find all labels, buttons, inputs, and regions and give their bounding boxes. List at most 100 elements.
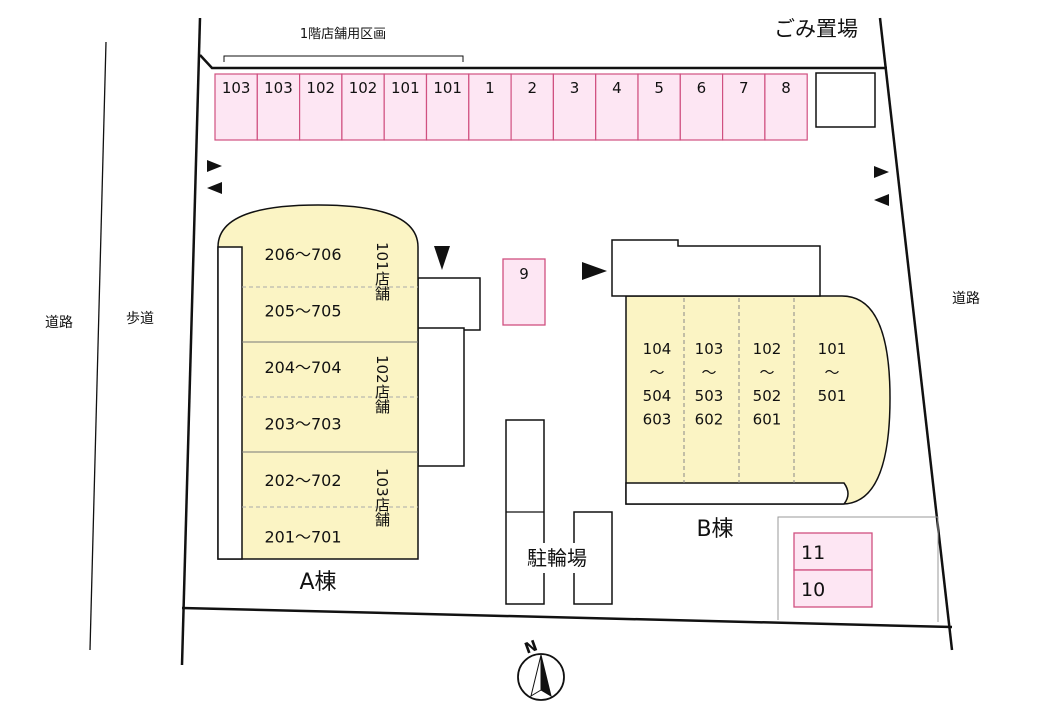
unit-column-label: 102: [753, 340, 782, 358]
sidewalk-label: 歩道: [126, 311, 154, 327]
parking-space: [793, 569, 873, 608]
building-a-shops: 101店舗 102店舗 103店舗: [373, 242, 391, 527]
unit-column-label: ～: [701, 364, 716, 382]
unit-column-label: 503: [695, 387, 724, 405]
parking-space-label: 102: [349, 79, 378, 97]
shop-label: 103店舗: [373, 468, 391, 527]
road-line-left: [89, 41, 107, 651]
site-boundary-south: [181, 606, 953, 629]
parking-space: [510, 73, 555, 141]
parking-space-label: 3: [570, 79, 580, 97]
building-b-annex: [611, 239, 821, 297]
unit-column-label: ～: [759, 364, 774, 382]
parking-space-label: 101: [391, 79, 420, 97]
building-b: 104 ～ 504 603 103 ～ 503 602 102 ～ 502 601 101 ～ 501 B棟: [611, 239, 891, 542]
parking-space-label: 6: [697, 79, 707, 97]
building-a-annex-bottom: [417, 327, 465, 467]
building-a: 206～706 205～705 204～704 203～703 202～702 201～7…: [217, 204, 481, 595]
parking-space: [468, 73, 512, 141]
arrow-right-icon: [874, 166, 889, 178]
parking-space: [793, 532, 873, 571]
shop-label: 101店舗: [373, 242, 391, 301]
site-boundary-north: [199, 54, 887, 70]
bicycle-label-backdrop: [519, 543, 595, 573]
parking-space: [764, 73, 808, 141]
parking-space-label: 5: [654, 79, 664, 97]
parking-space: [552, 73, 597, 141]
parking-area-outline: [777, 516, 939, 622]
garbage-label: ごみ置場: [774, 17, 858, 41]
unit-range-label: 203～703: [264, 415, 341, 434]
building-a-unit-rows: 206～706 205～705 204～704 203～703 202～702 201～7…: [264, 245, 341, 547]
building-b-body: [625, 295, 891, 505]
north-label: N: [522, 636, 540, 657]
parking-space-label: 11: [801, 542, 825, 564]
road-label-left: 道路: [45, 315, 73, 331]
building-a-corridor: [217, 246, 243, 560]
unit-column-label: 601: [753, 411, 782, 429]
building-b-corridor: [625, 482, 849, 505]
unit-column-label: 501: [818, 387, 847, 405]
arrow-down-icon: [434, 246, 450, 270]
parking-space: [721, 73, 766, 141]
parking-space-label: 2: [527, 79, 537, 97]
building-b-dividers: [683, 298, 795, 483]
bicycle-parking-label: 駐輪場: [527, 546, 587, 570]
unit-column-label: 603: [643, 411, 672, 429]
building-a-annex-top: [417, 277, 481, 331]
arrow-left-icon: [207, 182, 222, 194]
unit-range-label: 205～705: [264, 302, 341, 321]
unit-range-label: 204～704: [264, 358, 341, 377]
parking-space-label: 103: [222, 79, 251, 97]
unit-range-label: 206～706: [264, 245, 341, 264]
parking-space-label: 101: [433, 79, 462, 97]
unit-range-label: 202～702: [264, 471, 341, 490]
site-boundary-west: [180, 17, 202, 666]
arrow-left-icon: [874, 194, 889, 206]
building-a-dividers: [242, 286, 418, 508]
unit-column-label: ～: [824, 364, 839, 382]
parking-space-label: 4: [612, 79, 622, 97]
parking-space-label: 10: [801, 579, 825, 601]
north-compass: N: [517, 636, 565, 701]
parking-space: [679, 73, 724, 141]
parking-space-label: 1: [485, 79, 495, 97]
road-label-right: 道路: [952, 291, 980, 307]
site-boundary-east: [878, 17, 954, 651]
parking-space: [214, 73, 258, 141]
unit-column-label: 602: [695, 411, 724, 429]
shop-section-label: 1階店舗用区画: [300, 27, 386, 42]
parking-space: [299, 73, 343, 141]
parking-space-label: 102: [306, 79, 335, 97]
arrow-right-icon: [207, 160, 222, 172]
garbage-area: [815, 72, 876, 128]
parking-space: [383, 73, 428, 141]
unit-column-label: 502: [753, 387, 782, 405]
unit-range-label: 201～701: [264, 528, 341, 547]
parking-space: [595, 73, 639, 141]
shop-section-bracket: [223, 55, 464, 62]
parking-space-label: 7: [739, 79, 749, 97]
unit-column-label: 104: [643, 340, 672, 358]
parking-space: [425, 73, 470, 141]
unit-column-label: 101: [818, 340, 847, 358]
unit-column-label: 103: [695, 340, 724, 358]
building-b-unit-columns: 104 ～ 504 603 103 ～ 503 602 102 ～ 502 601 101 ～ 501: [643, 340, 847, 429]
shop-label: 102店舗: [373, 355, 391, 414]
building-b-label: B棟: [696, 517, 733, 542]
building-a-body: [217, 204, 419, 560]
top-parking-row: 103 103 102 102 101 101 1 2 3 4 5 6 7 8: [214, 73, 808, 141]
unit-column-label: ～: [649, 364, 664, 382]
parking-space-9-label: 9: [519, 265, 529, 283]
compass-needle-dark: [540, 654, 552, 698]
unit-column-label: 504: [643, 387, 672, 405]
parking-space-label: 103: [264, 79, 293, 97]
bottom-parking-spaces: 11 10: [793, 532, 873, 608]
parking-space-label: 8: [781, 79, 791, 97]
arrow-right-icon: [582, 262, 607, 280]
parking-space: [256, 73, 301, 141]
building-a-label: A棟: [299, 570, 336, 595]
parking-space-9: [502, 258, 546, 326]
